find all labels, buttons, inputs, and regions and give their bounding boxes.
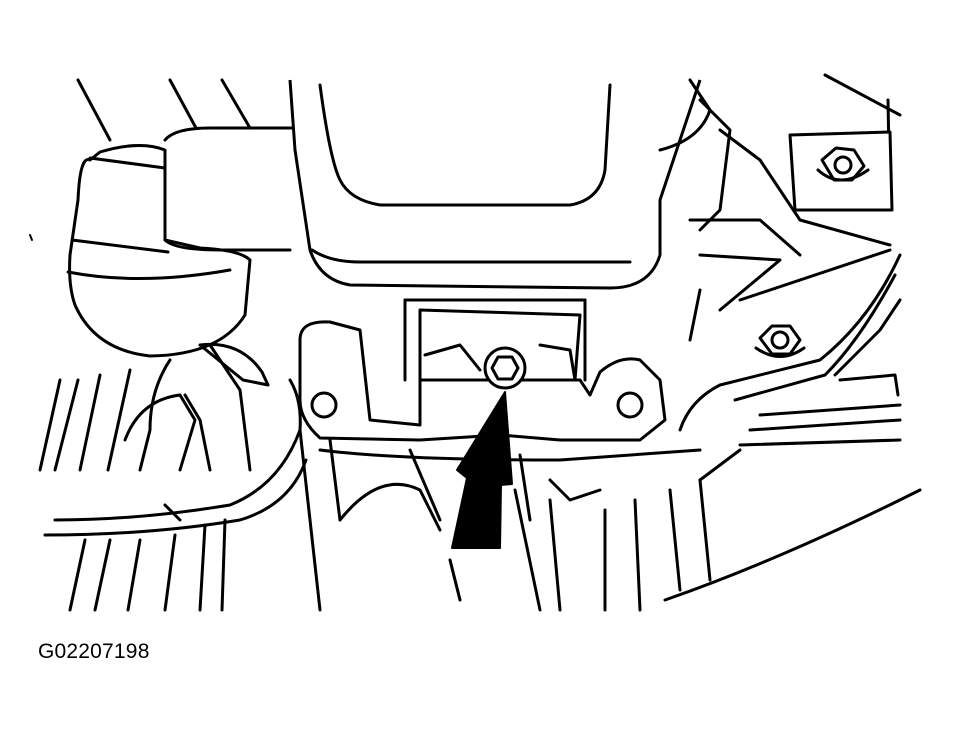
left-shaft	[66, 126, 302, 358]
lower-section	[298, 428, 562, 612]
mounting-flange	[298, 298, 702, 522]
bolt-icon	[754, 324, 806, 358]
left-bracket	[43, 342, 308, 612]
bolt-icon	[816, 146, 870, 182]
main-housing	[288, 78, 732, 290]
right-frame	[603, 73, 922, 612]
left-frame-lines	[29, 78, 252, 472]
bolt-icon	[483, 346, 527, 390]
arrow-up-icon	[451, 391, 513, 549]
figure-code-label: G02207198	[38, 640, 150, 663]
